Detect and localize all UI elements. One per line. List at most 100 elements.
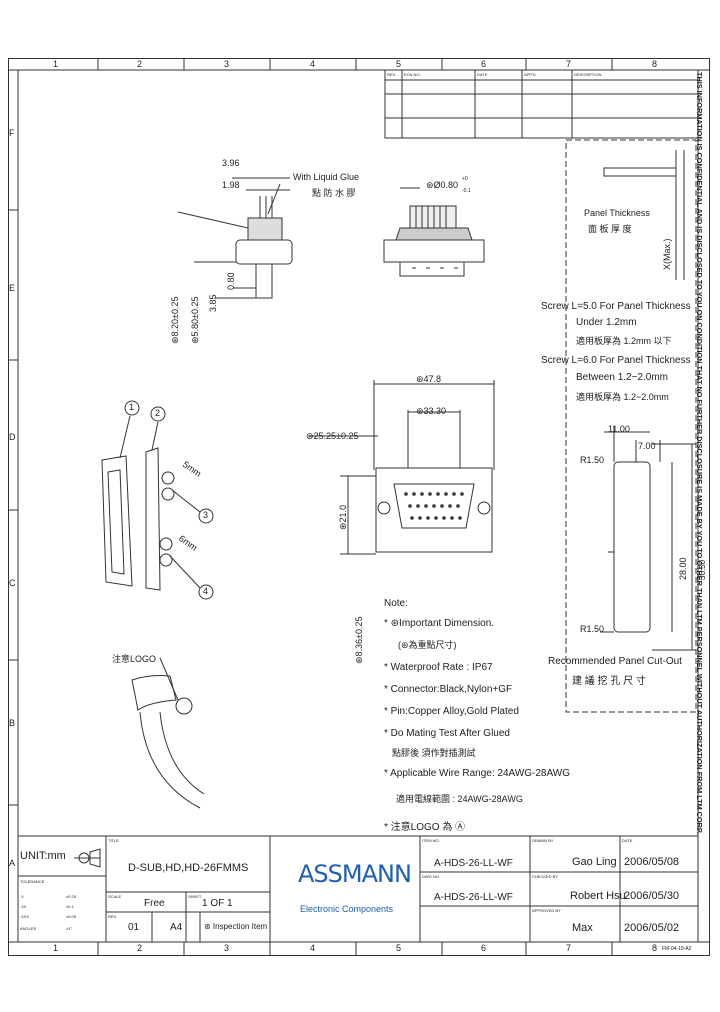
brand-subtitle: Electronic Components	[300, 904, 394, 914]
zone-col-8: 8	[652, 59, 658, 69]
cutout-dim-36-50: 36.50	[698, 559, 707, 580]
zone-row-a: A	[9, 858, 16, 868]
panel-cutout-drawing	[565, 139, 697, 713]
pin-tol-plus: +0	[462, 176, 468, 182]
tol-key-3: ANGLES	[20, 926, 37, 931]
dim-3-85: 3.85	[208, 294, 218, 312]
zone-col-2-bottom: 2	[137, 943, 143, 953]
callout-4: 4	[203, 586, 209, 596]
date-approved: 2006/05/02	[624, 922, 680, 934]
dwg-no: A-HDS-26-LL-WF	[434, 892, 513, 903]
rev-header-appd: APP'D	[524, 72, 536, 77]
dim-21-0: ⊛21.0	[338, 504, 348, 530]
callout-3: 3	[203, 510, 209, 520]
confidentiality-note: THIS INFORMATION IS CONFIDENTIAL AND IS …	[695, 72, 704, 834]
unit-label: UNIT:mm	[20, 850, 66, 862]
zone-col-4-bottom: 4	[310, 943, 316, 953]
cable-logo-drawing	[131, 657, 205, 809]
checked-label: CHECKED BY	[532, 874, 559, 879]
title-label: TITLE	[108, 838, 119, 843]
cutout-title-cn: 建 議 挖 孔 尺 寸	[572, 676, 646, 687]
tol-val-2: ±0.05	[66, 914, 76, 919]
zone-row-e: E	[9, 283, 16, 293]
drawn-label: DRAWN BY	[532, 838, 554, 843]
note-5: * Do Mating Test After Glued	[384, 728, 510, 739]
dim-0-80: 0.80	[226, 272, 236, 290]
dwg-no-label: DWG NO.	[422, 874, 440, 879]
note-5-cn: 點膠後 須作對插測試	[392, 748, 476, 758]
note-7: * 注意LOGO 為 Ⓐ	[384, 822, 466, 833]
cutout-r1-top: R1.50	[580, 455, 605, 465]
cutout-r1-bottom: R1.50	[580, 624, 605, 634]
form-code: FM-04-19-A2	[662, 946, 692, 952]
item-no: A-HDS-26-LL-WF	[434, 858, 513, 869]
note-1-cn: (⊛為重點尺寸)	[398, 640, 457, 650]
zone-col-8-bottom: 8	[652, 943, 658, 953]
date-checked: 2006/05/30	[624, 890, 680, 902]
zone-col-2: 2	[137, 59, 143, 69]
rev-header-description: DESCRIPTION	[574, 72, 602, 77]
panel-thickness-drawing	[603, 150, 685, 280]
zone-col-1-bottom: 1	[53, 943, 59, 953]
drawing-frame	[8, 58, 710, 956]
top-view-drawing	[383, 187, 485, 277]
item-no-label: ITEM NO.	[422, 838, 440, 843]
screw-note-6: 適用板厚為 1.2~2.0mm	[576, 392, 669, 402]
tol-key-0: .X	[20, 894, 24, 899]
zone-col-5: 5	[396, 59, 402, 69]
date-label: DATE	[622, 838, 633, 843]
rev-header-date: DATE	[477, 72, 488, 77]
zone-col-1: 1	[53, 59, 59, 69]
tolerance-label: TOLERANCE	[20, 879, 45, 884]
callout-2: 2	[155, 408, 161, 418]
note-2: * Waterproof Rate : IP67	[384, 662, 493, 673]
rev-value: 01	[128, 922, 140, 933]
sheet-label: SHEET	[188, 894, 202, 899]
dim-8-20: ⊛8.20±0.25	[170, 296, 180, 344]
dim-5-80: ⊛5.80±0.25	[190, 296, 200, 344]
approved-label: APPROVED BY	[532, 908, 561, 913]
pin-diameter: ⊛Ø0.80	[426, 180, 459, 190]
zone-col-4: 4	[310, 59, 316, 69]
dim-1-98: 1.98	[222, 180, 240, 190]
cutout-dim-7-00: 7.00	[638, 441, 656, 451]
dim-33-30: ⊛33.30	[416, 406, 447, 416]
projection-symbol-icon	[74, 848, 101, 868]
glue-label-en: With Liquid Glue	[293, 172, 360, 182]
title-block	[18, 835, 698, 942]
notes-heading: Note:	[384, 598, 408, 609]
cutout-title-en: Recommended Panel Cut-Out	[548, 656, 682, 667]
glue-label-cn: 點 防 水 膠	[312, 188, 356, 198]
zone-col-7: 7	[566, 59, 572, 69]
tol-val-0: ±0.25	[66, 894, 76, 899]
dim-8-36: ⊛8.36±0.25	[354, 616, 364, 664]
side-view-drawing	[177, 177, 293, 299]
pin-tol-minus: -0.1	[462, 188, 471, 194]
screw-note-2: Under 1.2mm	[576, 317, 637, 328]
tol-key-1: .XX	[20, 904, 27, 909]
zone-col-3: 3	[224, 59, 230, 69]
dim-25-25: ⊛25.25±0.25	[306, 431, 359, 441]
zone-col-5-bottom: 5	[396, 943, 402, 953]
rev-label: REV.	[108, 914, 117, 919]
zone-row-c: C	[9, 578, 16, 588]
screw-note-5: Between 1.2~2.0mm	[576, 372, 668, 383]
zone-row-d: D	[9, 432, 16, 442]
callout-1: 1	[129, 402, 135, 412]
brand-logo: ASSMANN	[298, 860, 412, 888]
note-1: * ⊛Important Dimension.	[384, 618, 495, 629]
scale-value: Free	[144, 898, 165, 909]
sheet-value: 1 OF 1	[202, 898, 233, 909]
dim-3-96: 3.96	[222, 158, 240, 168]
front-view-drawing	[310, 380, 495, 555]
note-3: * Connector:Black,Nylon+GF	[384, 684, 513, 695]
cutout-dim-28-00: 28.00	[678, 557, 688, 580]
checked-by: Robert Hsu	[570, 890, 626, 902]
revision-table	[384, 69, 699, 139]
note-6: * Applicable Wire Range: 24AWG-28AWG	[384, 768, 571, 779]
zone-col-3-bottom: 3	[224, 943, 230, 953]
dim-47-8: ⊛47.8	[416, 374, 442, 384]
date-drawn: 2006/05/08	[624, 856, 680, 868]
x-max-label: X(Max.)	[662, 238, 672, 271]
